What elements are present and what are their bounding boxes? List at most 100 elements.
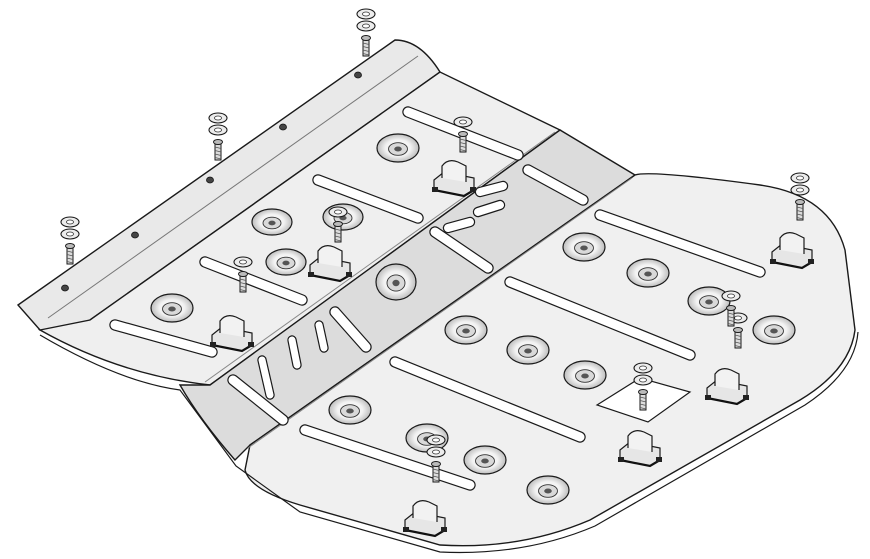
bolt-thread: [459, 145, 467, 148]
mounting-bracket: [432, 160, 476, 198]
small-holes-group: [61, 71, 362, 292]
slot-opening: [595, 210, 765, 277]
fasteners-group: [60, 8, 810, 483]
bolt-washer-stack: [453, 116, 473, 153]
washer-hole: [214, 115, 222, 121]
slot-opening: [258, 356, 274, 399]
bolt-thread: [362, 46, 370, 49]
bolt-washer-stack: [633, 362, 653, 411]
dimple-center: [346, 408, 354, 414]
bolt-thread: [459, 142, 467, 145]
mounting-bracket: [210, 315, 254, 353]
bracket-arch: [317, 245, 343, 267]
dimple-center: [462, 328, 470, 334]
bolt-thread: [66, 254, 74, 257]
bolt-thread: [727, 319, 735, 322]
bolt-thread: [432, 472, 440, 475]
bolt-washer-stack: [233, 256, 253, 293]
bolt-thread: [459, 138, 467, 141]
washer-hole: [459, 119, 467, 125]
mounting-bracket: [618, 430, 662, 468]
bolt-washer-stack: [356, 8, 376, 57]
bolt-washer-stack: [208, 112, 228, 161]
dimple-center: [524, 348, 532, 354]
slot-opening: [474, 201, 504, 216]
front-panel: [244, 173, 856, 547]
dimple-center: [580, 245, 588, 251]
bracket-foot: [308, 272, 314, 277]
bolt-thread: [239, 289, 247, 292]
bolt-thread: [459, 149, 467, 152]
slot-opening: [313, 175, 423, 223]
bolt-thread: [432, 479, 440, 482]
dimple-center: [168, 306, 176, 312]
slot-opening: [288, 336, 301, 369]
slots-group: [109, 106, 766, 491]
washer-hole: [639, 365, 647, 371]
plate-edge: [39, 331, 859, 554]
mounting-bracket: [705, 368, 749, 406]
bolt-head: [361, 35, 371, 41]
bolt-thread: [734, 345, 742, 348]
bracket-arch: [219, 315, 245, 337]
bolt-thread: [214, 153, 222, 156]
dimple-center: [481, 458, 489, 464]
dimple-center: [392, 279, 400, 287]
bracket-foot: [470, 187, 476, 192]
bolt-thread: [334, 228, 342, 231]
bolt-thread: [432, 475, 440, 478]
brackets-group: [210, 160, 814, 538]
bracket-foot: [248, 342, 254, 347]
slot-opening: [505, 277, 695, 360]
washer-hole: [796, 187, 804, 193]
bolt-thread: [239, 285, 247, 288]
bolt-thread: [362, 49, 370, 52]
bolt-head: [65, 243, 75, 249]
bolt-thread: [734, 341, 742, 344]
slot-opening: [523, 165, 588, 205]
washer-hole: [362, 23, 370, 29]
bolt-thread: [727, 323, 735, 326]
bolt-thread: [734, 338, 742, 341]
washer-hole: [432, 449, 440, 455]
bolt-head: [333, 221, 343, 227]
bracket-foot: [432, 187, 438, 192]
bolt-thread: [796, 210, 804, 213]
bolt-head: [213, 139, 223, 145]
dimples-group: [150, 133, 796, 505]
bracket-foot: [808, 259, 814, 264]
dimple-center: [770, 328, 778, 334]
slot-opening: [300, 425, 475, 490]
washer-hole: [734, 315, 742, 321]
slot-opening: [444, 218, 474, 232]
bolt-thread: [796, 206, 804, 209]
bracket-foot: [743, 395, 749, 400]
bolt-thread: [334, 232, 342, 235]
dimple-center: [394, 146, 402, 152]
slot-opening: [200, 257, 307, 305]
bolt-washer-stack: [328, 206, 348, 243]
dimple-center: [268, 220, 276, 226]
slot-opening: [228, 375, 288, 425]
bolt-thread: [639, 396, 647, 399]
dimple-center: [644, 271, 652, 277]
bolt-thread: [734, 334, 742, 337]
bolt-thread: [66, 250, 74, 253]
washer-hole: [432, 437, 440, 443]
bracket-foot: [618, 457, 624, 462]
bracket-foot: [210, 342, 216, 347]
bolt-head: [458, 131, 468, 137]
mount-hole: [131, 231, 139, 239]
bolt-washer-stack: [60, 216, 80, 265]
mounting-bracket: [770, 232, 814, 270]
flange-bend-line: [47, 55, 419, 319]
crease-left: [204, 131, 556, 383]
washer-hole: [214, 127, 222, 133]
mount-hole: [354, 71, 362, 79]
slot-opening: [110, 320, 217, 357]
bolt-thread: [334, 235, 342, 238]
washer-hole: [796, 175, 804, 181]
bolt-thread: [214, 146, 222, 149]
bracket-foot: [441, 527, 447, 532]
